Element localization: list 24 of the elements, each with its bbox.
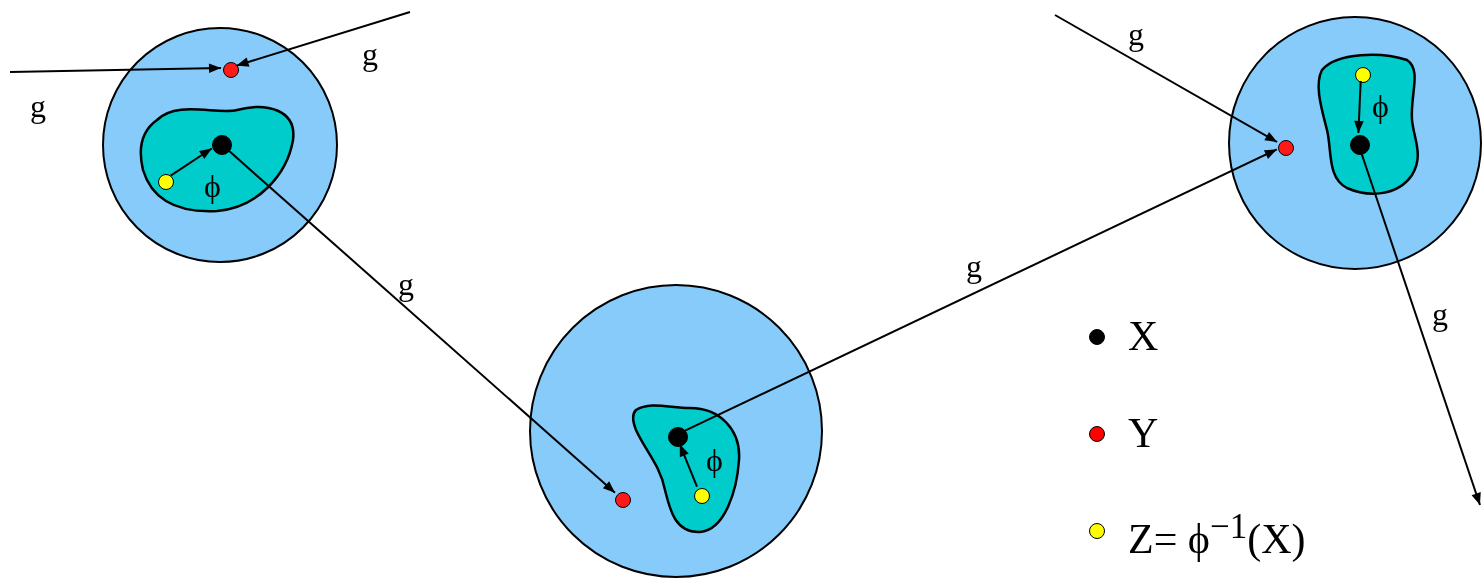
arrow: [9, 63, 222, 74]
edge-label: g: [1432, 298, 1448, 330]
edge-label: g: [398, 268, 414, 300]
arrow: [678, 443, 698, 488]
arrow: [235, 11, 411, 67]
arrow: [684, 148, 1278, 432]
legend-label: X: [1128, 315, 1159, 357]
edge-label: g: [362, 38, 378, 70]
legend-label: Y: [1128, 412, 1159, 454]
arrow: [226, 148, 616, 494]
legend-label: Z= ϕ$^{−1}$(X): [1128, 509, 1306, 560]
point-dot: [615, 492, 631, 508]
edge-label: ϕ: [706, 444, 723, 476]
edge-label: g: [30, 90, 46, 122]
arrow: [1354, 80, 1364, 134]
point-dot: [1278, 140, 1294, 156]
edge-label: ϕ: [204, 170, 221, 202]
edge-label: g: [1128, 18, 1144, 50]
point-dot: [223, 62, 239, 78]
arrow: [1360, 151, 1481, 506]
arrow: [169, 147, 213, 177]
edge-label: g: [966, 250, 982, 282]
edge-label: ϕ: [1372, 90, 1389, 122]
arrow: [1054, 14, 1279, 143]
